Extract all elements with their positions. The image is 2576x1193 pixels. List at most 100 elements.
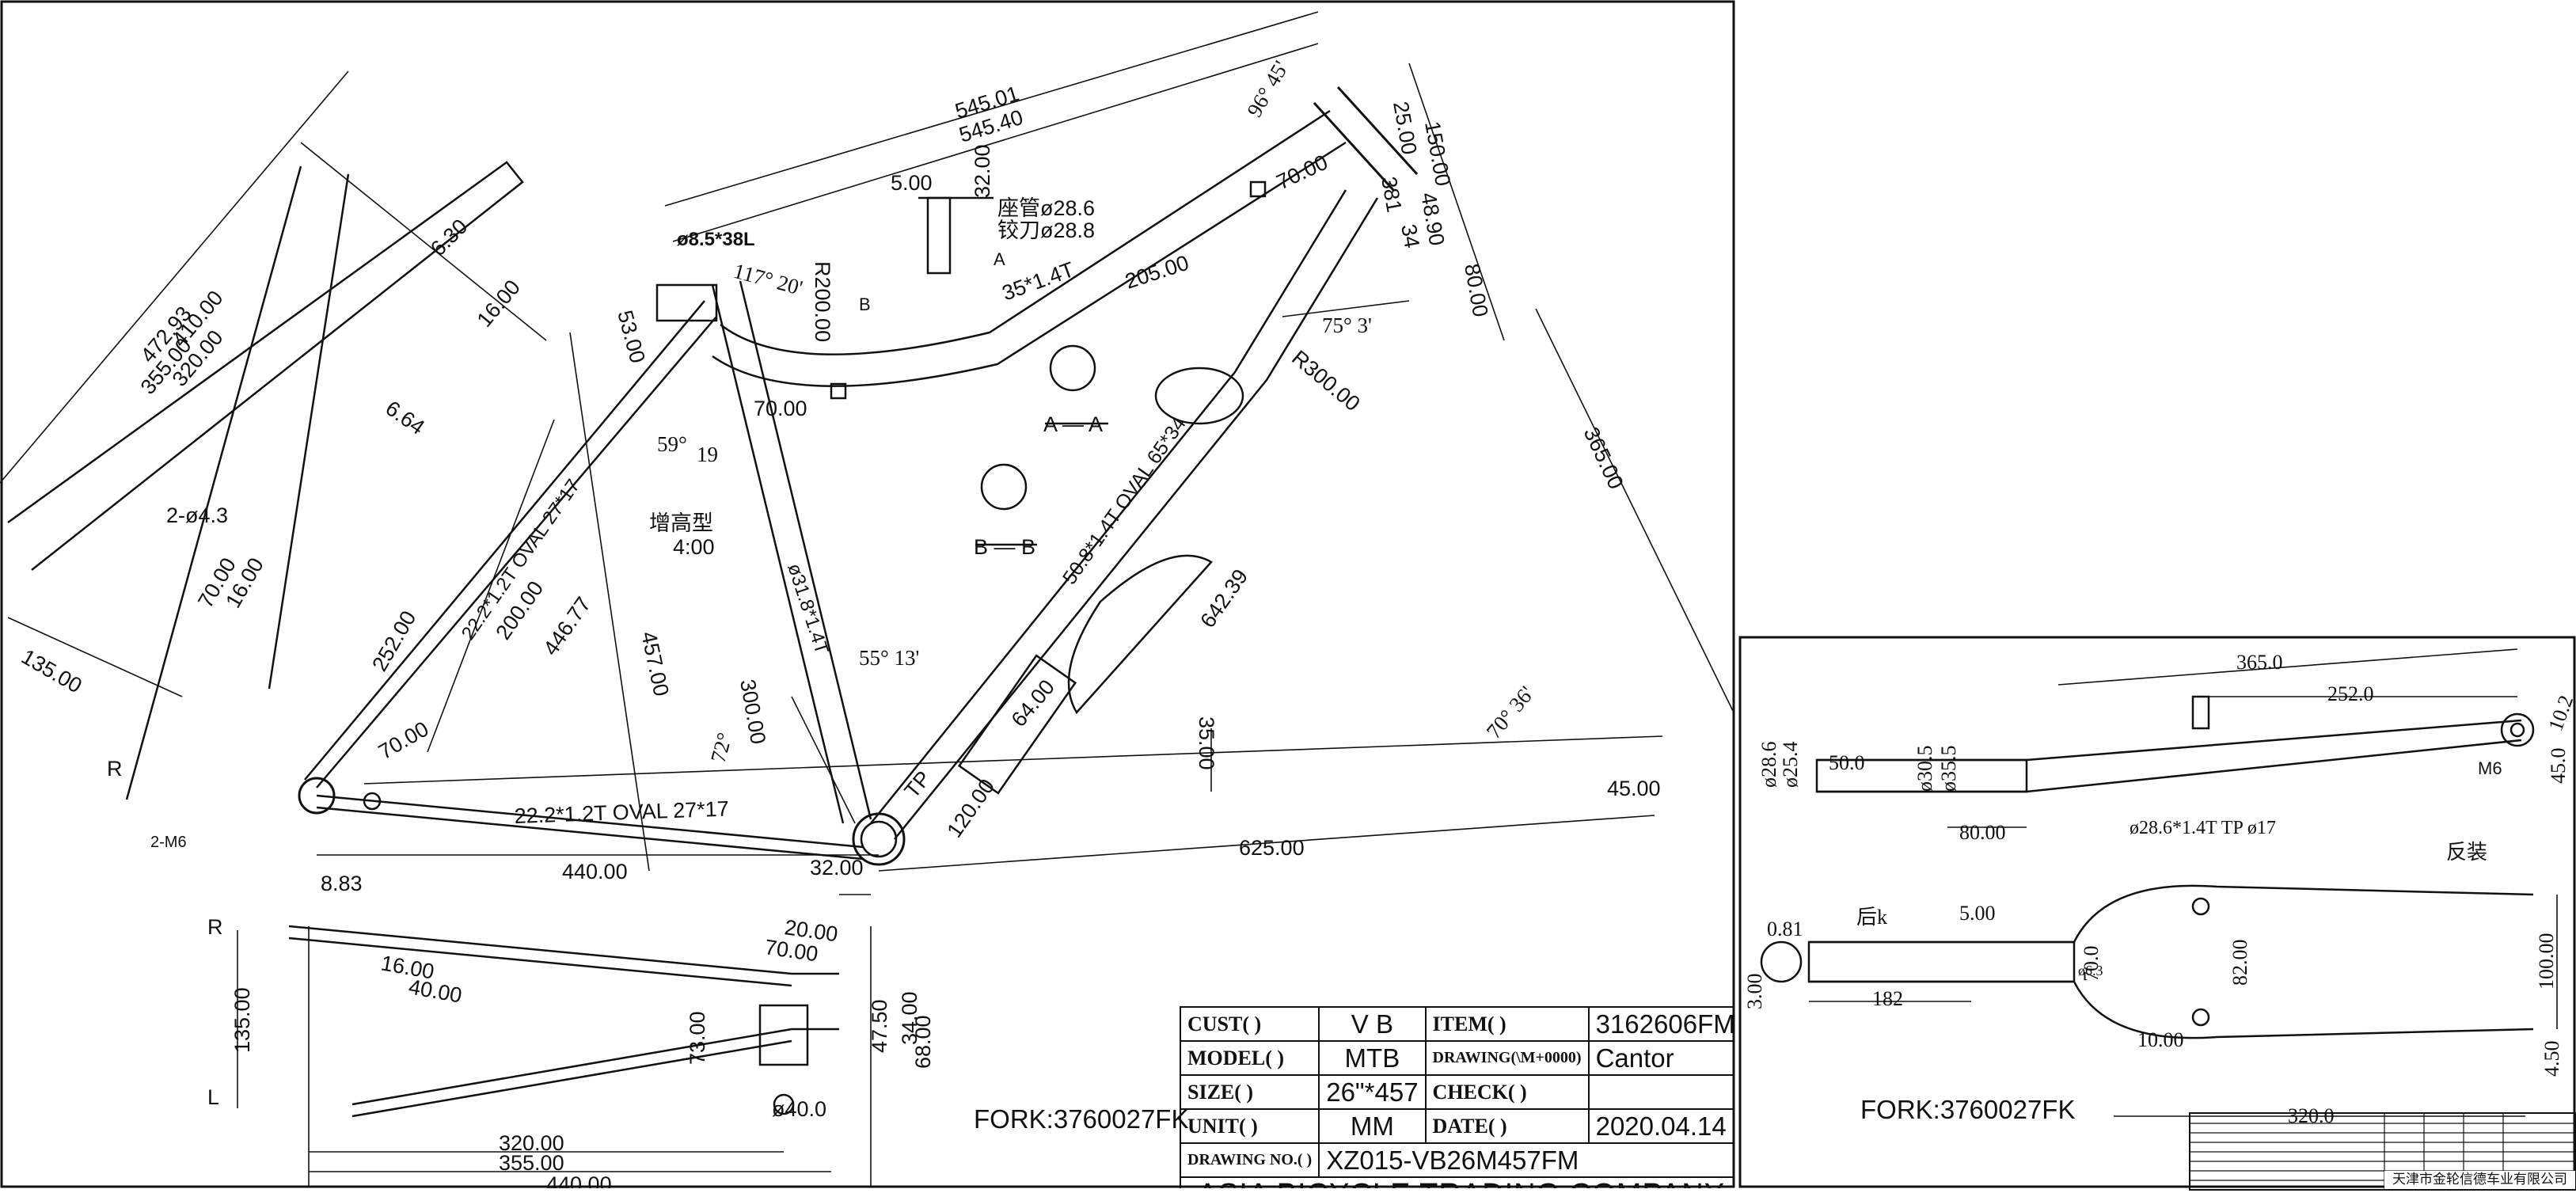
- unit-label: UNIT( ): [1180, 1108, 1320, 1144]
- frame-notes: 座管ø28.6 铰刀ø28.8 增高型 A — A B — B TP R 2-M…: [107, 196, 1103, 851]
- check-label: CHECK( ): [1424, 1074, 1590, 1110]
- rear-dim-68: 68.00: [911, 1015, 935, 1069]
- rear-view: [237, 925, 872, 1187]
- section-marker-a: A: [994, 249, 1005, 269]
- dim-6-64: 6.64: [382, 396, 429, 439]
- dim-53-00: 53.00: [613, 308, 649, 366]
- cust-label: CUST( ): [1180, 1006, 1320, 1042]
- dim-120-00: 120.00: [942, 775, 999, 842]
- fork-top-view: [1760, 884, 2558, 1117]
- fork-label-frame-sheet: FORK:3760027FK: [974, 1104, 1188, 1134]
- drawing-value: Cantor: [1587, 1040, 1734, 1076]
- date-label: DATE( ): [1424, 1108, 1590, 1144]
- dim-440-00: 440.00: [562, 860, 628, 883]
- fork-dim-3: 3.00: [1743, 974, 1766, 1010]
- unit-value: MM: [1318, 1108, 1427, 1144]
- fork-dim-100: 100.00: [2535, 933, 2558, 990]
- fork-dim-50: 50.0: [1829, 751, 1865, 774]
- frame-sheet-border: [0, 0, 1735, 1188]
- note-2-m6: 2-M6: [150, 834, 187, 851]
- dim-642-39: 642.39: [1195, 565, 1252, 633]
- dim-625-00: 625.00: [1239, 836, 1305, 860]
- dim-70-00-d: 70.00: [1273, 150, 1332, 195]
- company-name: ASIA BICYCLE TRADING COMPANY: [1180, 1176, 1734, 1188]
- rear-dim-34: 34.00: [898, 991, 921, 1045]
- frame-dimension-lines: [0, 11, 1734, 895]
- model-value: MTB: [1318, 1040, 1427, 1076]
- fork-title-block: 天津市金轮信德车业有限公司: [2189, 1112, 2576, 1191]
- note-tp: TP: [900, 766, 936, 803]
- size-value: 26"*457: [1318, 1074, 1427, 1110]
- dim-chainstay-tube: 22.2*1.2T OVAL 27*17: [514, 797, 729, 828]
- model-label: MODEL( ): [1180, 1040, 1320, 1076]
- fork-dim-25-4: ø25.4: [1779, 742, 1802, 788]
- dim-r200: R200.00: [811, 261, 834, 342]
- rear-dim-40: 40.00: [407, 975, 464, 1007]
- rear-dim-73: 73.00: [686, 1011, 709, 1065]
- fork-dim-4-5: 4.50: [2540, 1041, 2563, 1077]
- dim-446-77: 446.77: [538, 593, 595, 660]
- note-r: R: [107, 757, 123, 781]
- section-b-label: B — B: [974, 535, 1035, 559]
- dim-toptube: 35*1.4T: [999, 257, 1077, 306]
- dim-8-5-38l: ø8.5*38L: [677, 229, 755, 250]
- dim-8-83: 8.83: [321, 872, 363, 895]
- dim-35-00: 35.00: [1195, 716, 1218, 770]
- date-value: 2020.04.14: [1587, 1108, 1734, 1144]
- size-label: SIZE( ): [1180, 1074, 1320, 1110]
- rear-dim-355: 355.00: [499, 1151, 564, 1175]
- dim-45-00: 45.00: [1607, 777, 1661, 800]
- angle-70-36: 70° 36': [1482, 682, 1539, 743]
- dim-381: 381: [1377, 175, 1406, 215]
- dim-150-00: 150.00: [1420, 120, 1455, 188]
- rear-dim-135: 135.00: [230, 987, 254, 1053]
- fork-dimension-texts: 365.0 252.0 ø28.6 ø25.4 50.0 ø30.5 ø35.5…: [1743, 651, 2576, 1127]
- fork-dim-28-6: ø28.6: [1757, 742, 1780, 788]
- angle-72: 72°: [706, 730, 737, 765]
- rear-dim-47-50: 47.50: [868, 999, 891, 1053]
- fork-note-rear: 后k: [1856, 906, 1887, 929]
- section-marker-b: B: [859, 294, 871, 314]
- fork-dim-30-5: ø30.5: [1913, 746, 1936, 792]
- cust-value: V B: [1318, 1006, 1427, 1042]
- dim-300-00: 300.00: [735, 678, 770, 747]
- fork-dim-182: 182: [1872, 987, 1903, 1010]
- drawing-no-value: XZ015-VB26M457FM: [1318, 1142, 1734, 1178]
- angle-117-20: 117° 20': [731, 259, 805, 300]
- fork-dim-0-81: 0.81: [1767, 918, 1803, 940]
- angle-75-3: 75° 3': [1322, 313, 1372, 337]
- dim-135-00: 135.00: [17, 644, 86, 697]
- dim-32-00: 32.00: [971, 144, 994, 198]
- frame-dimension-texts: 545.01 545.40 472.93 355.00 410.00 320.0…: [17, 57, 1661, 895]
- dim-70-00-c: 70.00: [754, 397, 807, 420]
- fork-dim-45: 45.0: [2547, 748, 2570, 785]
- fork-dim-10: 10.00: [2137, 1028, 2184, 1051]
- fork-dim-10-2: 10.2: [2544, 692, 2576, 734]
- fork-sheet-border: [1738, 636, 2576, 1188]
- frame-side-view: [7, 85, 1419, 866]
- dim-457-00: 457.00: [636, 629, 674, 698]
- check-value: [1587, 1074, 1734, 1110]
- fork-dim-70: 70.0: [2080, 946, 2103, 982]
- fork-label-fork-sheet: FORK:3760027FK: [1860, 1095, 2075, 1124]
- fork-dim-80: 80.00: [1959, 821, 2006, 844]
- dim-205-00: 205.00: [1123, 251, 1192, 294]
- rear-label-l: L: [207, 1085, 219, 1109]
- rear-view-texts: R L 16.00 40.00 135.00 73.00 20.00 70.00…: [207, 915, 935, 1188]
- fork-side-view: [1815, 648, 2535, 828]
- fork-dim-6-3: ø6.3: [2078, 963, 2103, 978]
- dim-64-00: 64.00: [1007, 675, 1059, 731]
- dim-32-00-b: 32.00: [810, 856, 864, 880]
- drawing-no-label: DRAWING NO.( ): [1180, 1142, 1320, 1178]
- angle-55-13: 55° 13': [859, 646, 919, 670]
- note-raised: 增高型: [649, 511, 713, 535]
- fork-dim-252: 252.0: [2327, 682, 2374, 705]
- dim-4-00: 4:00: [673, 535, 715, 559]
- rear-dim-320: 320.00: [499, 1131, 564, 1155]
- fork-note-reverse: 反装: [2446, 841, 2487, 864]
- note-seatpost: 座管ø28.6: [997, 196, 1095, 220]
- title-block: CUST( ) V B ITEM( ) 3162606FM MODEL( ) M…: [1180, 1006, 1734, 1188]
- dim-downtube: 50.8*1.4T OVAL 65*34: [1058, 413, 1191, 589]
- dim-5-00: 5.00: [891, 171, 933, 195]
